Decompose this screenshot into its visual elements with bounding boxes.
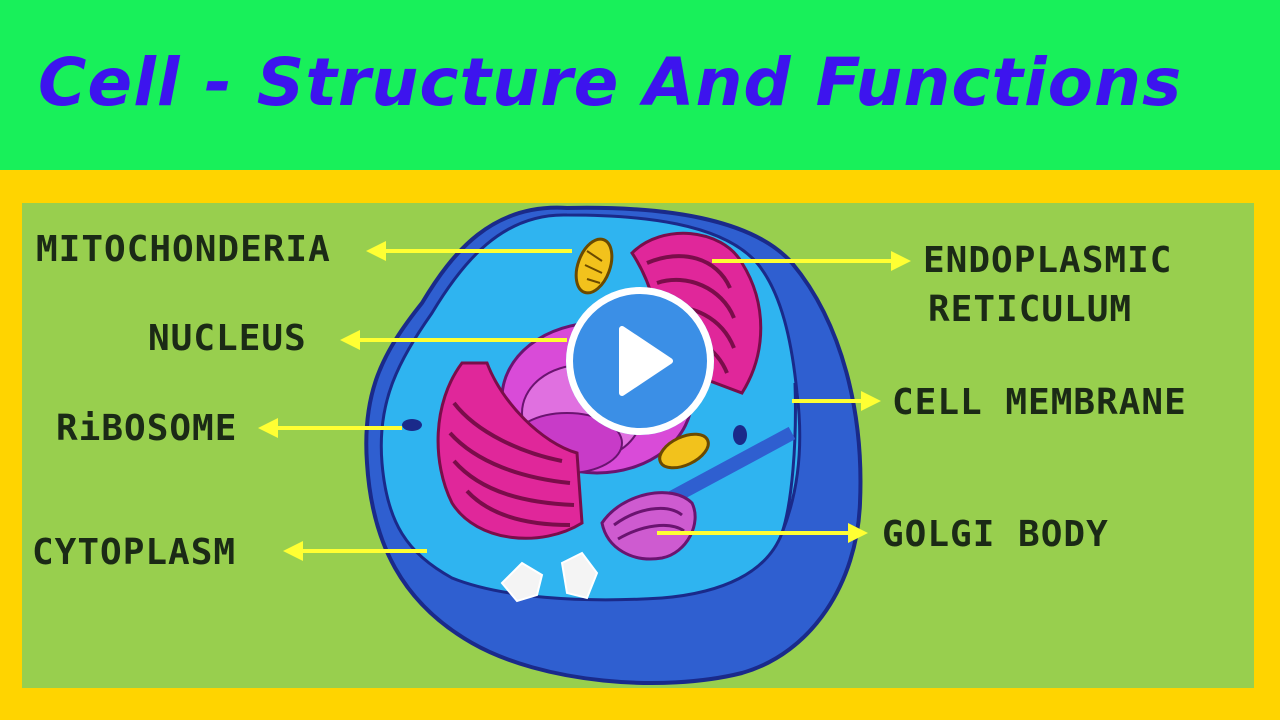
label-cytoplasm: CYTOPLASM xyxy=(32,532,237,573)
golgi-body-shape xyxy=(600,491,697,561)
label-mitochondria: MITOCHONDERIA xyxy=(36,229,331,270)
video-play-button[interactable] xyxy=(566,287,714,435)
label-cell-membrane: CELL MEMBRANE xyxy=(892,382,1187,423)
label-ribosome: RiBOSOME xyxy=(56,408,238,449)
cell-diagram-panel: MITOCHONDERIA NUCLEUS RiBOSOME CYTOPLASM… xyxy=(22,203,1254,688)
label-endoplasmic: ENDOPLASMIC xyxy=(923,240,1173,281)
play-icon xyxy=(619,326,673,396)
label-reticulum: RETICULUM xyxy=(928,289,1133,330)
page-title: Cell - Structure And Functions xyxy=(38,44,1183,121)
membrane-fold-shape xyxy=(780,382,797,534)
mitochondria-shape xyxy=(574,237,710,470)
ribosome-shape xyxy=(402,419,422,431)
label-golgi-body: GOLGI BODY xyxy=(882,514,1109,555)
centriole-shape xyxy=(500,551,599,603)
label-nucleus: NUCLEUS xyxy=(148,318,307,359)
inner-channel-shape xyxy=(658,426,796,510)
cell-diagram xyxy=(258,205,911,685)
title-banner: Cell - Structure And Functions xyxy=(0,0,1280,170)
er-lower-stack xyxy=(436,361,584,540)
vesicle-shape xyxy=(733,425,747,445)
